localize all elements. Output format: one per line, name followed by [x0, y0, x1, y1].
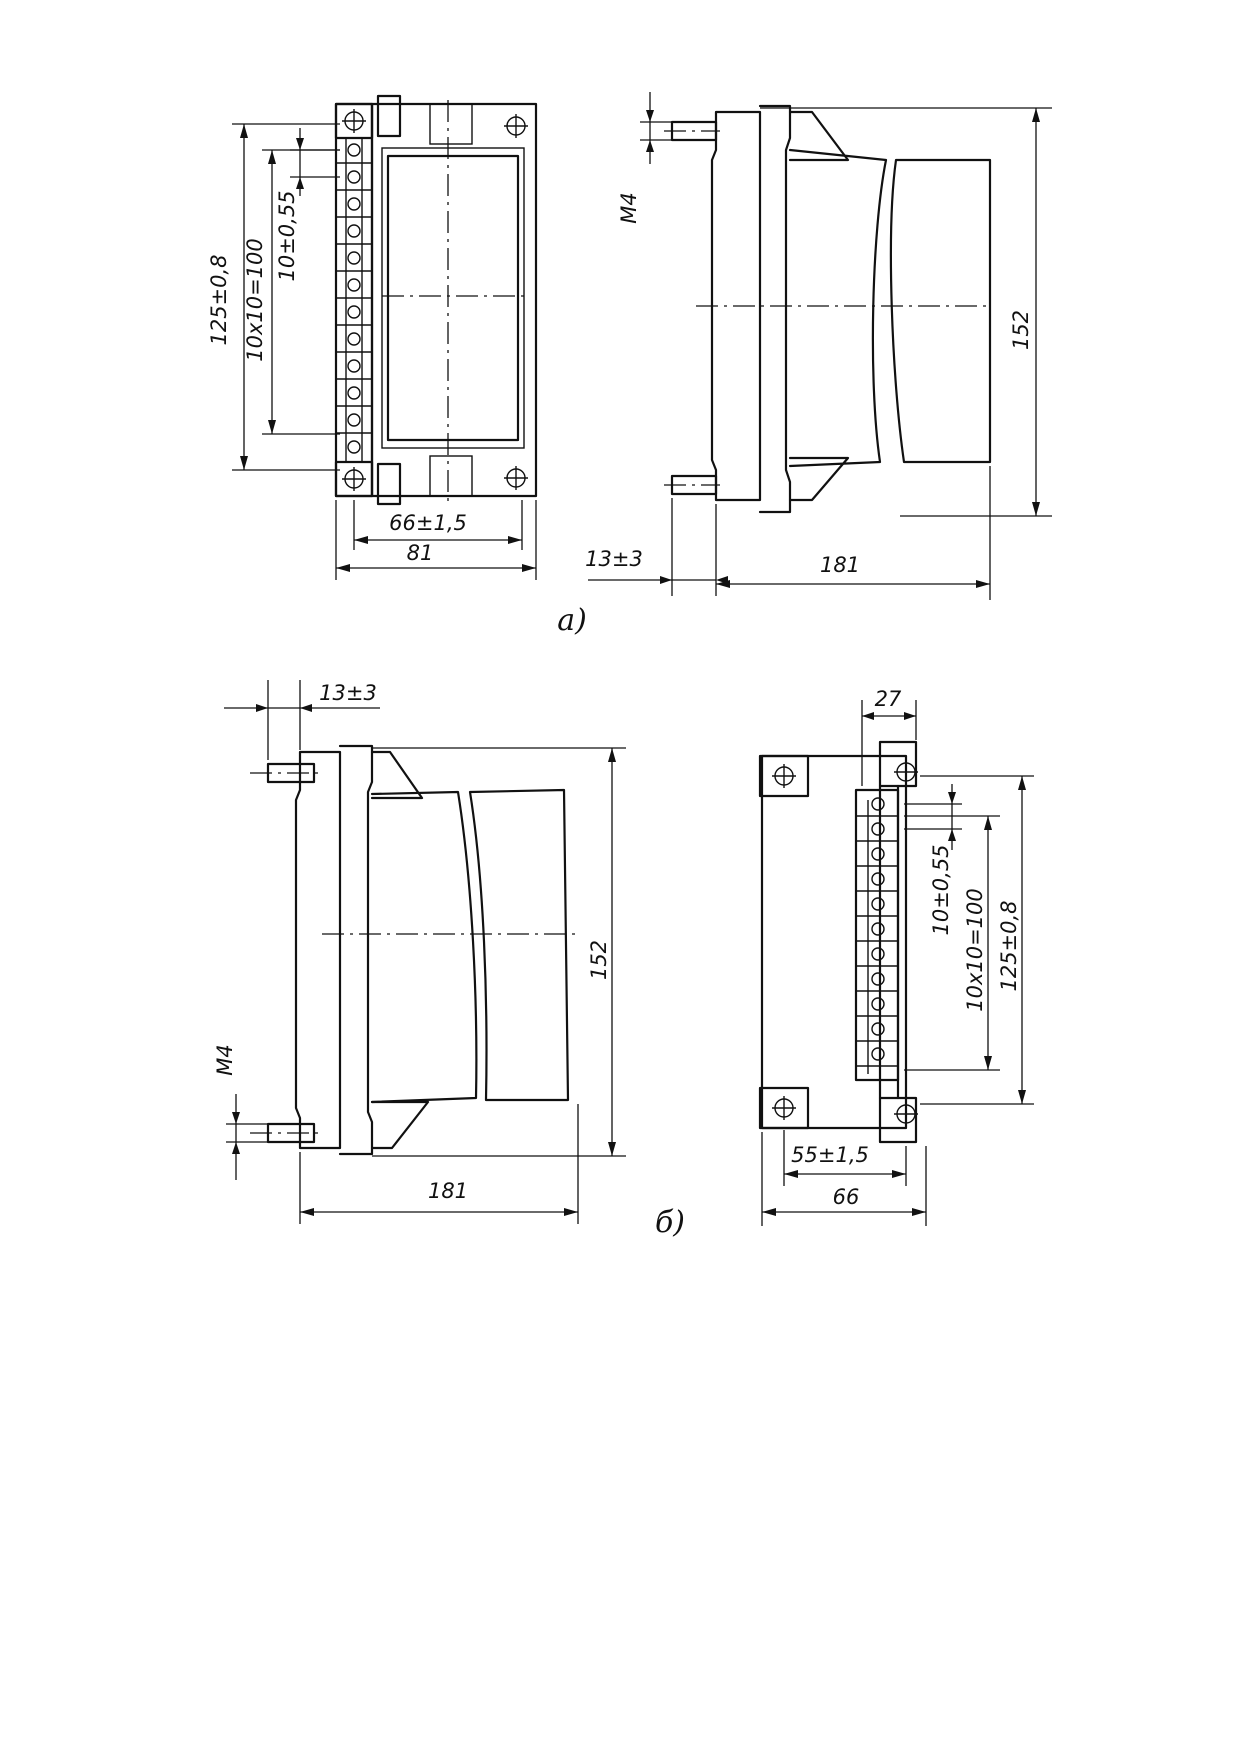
view-b-front-dim-inner-width: 55±1,5: [791, 1143, 869, 1167]
view-b-front-dim-width: 66: [833, 1185, 860, 1209]
view-b-terminal-strip: [854, 788, 900, 1082]
view-a-window: [386, 154, 520, 442]
view-b-side-dim-stud: 13±3: [319, 681, 377, 705]
view-a-side-dim-depth: 181: [820, 553, 860, 577]
view-a-side: M4 152 13±3 181: [585, 92, 1052, 600]
view-b-front-body: [760, 754, 908, 1130]
view-a-side-dim-thread: M4: [617, 192, 641, 223]
view-b-front-dim-pitch: 10±0,55: [929, 844, 953, 935]
view-b-terminal-dividers: [856, 815, 898, 1067]
view-b-front-dim-pitch-total: 10x10=100: [963, 888, 987, 1012]
view-a-mounting-hole-icons: [342, 109, 528, 491]
view-a-terminal-screws: [347, 143, 361, 454]
view-b-side: 13±3 M4 152 181: [213, 680, 626, 1224]
view-b-front-dim-block-width: 27: [875, 687, 902, 711]
view-b-side-dim-depth: 181: [428, 1179, 468, 1203]
view-a-front-body: [370, 102, 538, 498]
view-a-front-dim-width: 81: [407, 541, 434, 565]
view-a-front-dim-height: 125±0,8: [207, 254, 231, 345]
view-b-terminal-screws: [871, 797, 885, 1061]
view-a-side-dim-stud: 13±3: [585, 547, 643, 571]
view-a-front-dim-pitch-total: 10x10=100: [243, 238, 267, 362]
view-a-terminal-dividers: [336, 162, 372, 434]
view-b-caption: б): [655, 1205, 685, 1240]
view-b-front: 27 10±0,55 10x10=100 125±0,8 55±1,5 66: [758, 687, 1034, 1226]
view-a-front-dim-pitch: 10±0,55: [275, 190, 299, 281]
view-a-side-dim-height: 152: [1009, 310, 1033, 350]
view-a-front: 125±0,8 10x10=100 10±0,55 66±1,5 81: [207, 94, 538, 580]
view-b-side-dim-height: 152: [587, 940, 611, 980]
view-a-front-dim-inner-width: 66±1,5: [389, 511, 467, 535]
view-b-front-dim-height: 125±0,8: [997, 900, 1021, 991]
view-a-caption: а): [557, 603, 587, 638]
view-b-side-dim-thread: M4: [213, 1044, 237, 1075]
view-b-mounting-hole-icons: [772, 760, 918, 1126]
